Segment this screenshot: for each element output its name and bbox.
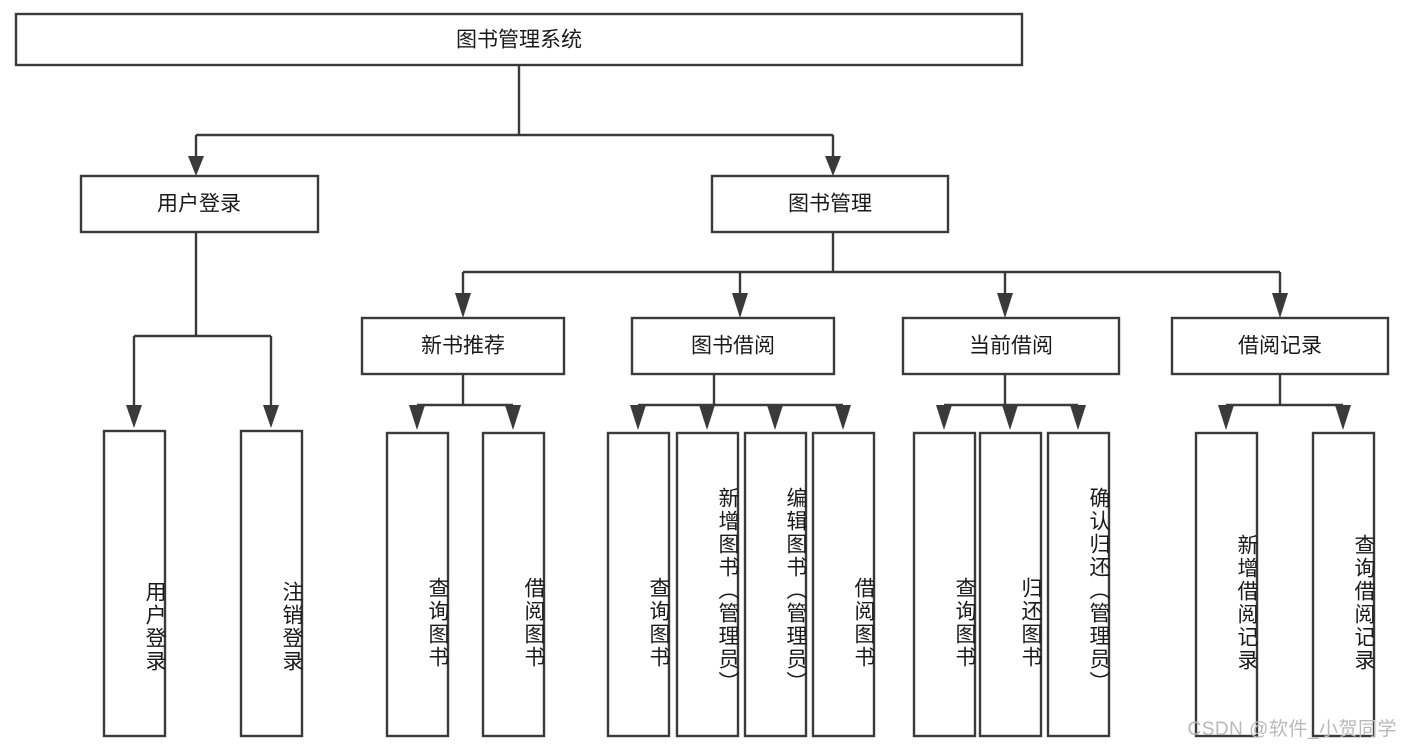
leaf-query-book-1-label: 查询图书 — [426, 577, 449, 669]
arrowhead-leaf-query-book-2 — [630, 405, 646, 430]
arrowhead-user-login — [188, 156, 204, 176]
node-user-login-box[interactable] — [79, 174, 320, 234]
node-book-borrow[interactable]: 图书借阅 — [630, 316, 836, 376]
node-book-borrow-label: 图书借阅 — [691, 335, 775, 358]
leaf-query-book-2-box[interactable] — [606, 431, 671, 738]
leaf-confirm-return-label: 确认归还（管理员） — [1087, 486, 1110, 694]
node-new-book-recommend-label: 新书推荐 — [421, 335, 505, 358]
leaf-edit-book-label: 编辑图书（管理员） — [784, 486, 807, 694]
leaf-borrow-book-1-label: 借阅图书 — [522, 577, 545, 669]
node-book-borrow-box[interactable] — [630, 316, 836, 376]
connector-group — [126, 65, 1351, 430]
node-root-box[interactable] — [14, 12, 1024, 67]
arrowhead-leaf-query-book-1 — [409, 405, 425, 430]
leaf-user-login-box[interactable] — [102, 429, 167, 738]
leaf-add-book-label: 新增图书（管理员） — [716, 486, 739, 694]
leaf-query-record-label: 查询借阅记录 — [1352, 533, 1375, 672]
node-new-book-recommend-box[interactable] — [360, 316, 566, 376]
arrowhead-leaf-query-book-3 — [936, 405, 952, 430]
node-current-borrow[interactable]: 当前借阅 — [901, 316, 1121, 376]
node-current-borrow-box[interactable] — [901, 316, 1121, 376]
leaf-return-book-label: 归还图书 — [1019, 577, 1042, 669]
node-borrow-record-label: 借阅记录 — [1238, 335, 1322, 358]
node-root[interactable]: 图书管理系统 — [14, 12, 1024, 67]
leaf-logout-login-label: 注销登录 — [280, 581, 303, 673]
arrowhead-leaf-borrow-book-2 — [835, 405, 851, 430]
node-current-borrow-label: 当前借阅 — [969, 335, 1053, 358]
arrowhead-leaf-logout-login — [263, 405, 279, 428]
arrowhead-borrow-record — [1272, 293, 1288, 318]
leaf-query-book-3-label: 查询图书 — [953, 577, 976, 669]
arrowhead-leaf-add-book — [699, 405, 715, 430]
arrowhead-leaf-confirm-return — [1070, 405, 1086, 430]
leaf-box-group — [102, 429, 1376, 738]
leaf-confirm-return-box[interactable] — [1046, 431, 1111, 738]
node-borrow-record[interactable]: 借阅记录 — [1170, 316, 1390, 376]
arrowhead-leaf-borrow-book-1 — [505, 405, 521, 430]
leaf-logout-login-box[interactable] — [239, 429, 304, 738]
node-book-manage[interactable]: 图书管理 — [710, 174, 950, 234]
leaf-query-book-1-box[interactable] — [385, 431, 450, 738]
arrowhead-leaf-add-record — [1218, 405, 1234, 430]
leaf-user-login-label: 用户登录 — [143, 581, 166, 673]
arrowhead-leaf-edit-book — [767, 405, 783, 430]
arrowhead-current-borrow — [997, 293, 1013, 318]
node-new-book-recommend[interactable]: 新书推荐 — [360, 316, 566, 376]
arrowhead-leaf-user-login — [126, 405, 142, 428]
leaf-borrow-book-2-label: 借阅图书 — [852, 577, 875, 669]
leaf-borrow-book-2-box[interactable] — [811, 431, 876, 738]
arrowhead-leaf-query-record — [1335, 405, 1351, 430]
leaf-edit-book-box[interactable] — [743, 431, 808, 738]
arrowhead-book-manage — [825, 156, 841, 176]
node-root-label: 图书管理系统 — [456, 29, 582, 52]
node-user-login-label: 用户登录 — [157, 193, 241, 216]
node-borrow-record-box[interactable] — [1170, 316, 1390, 376]
arrowhead-leaf-return-book — [1002, 405, 1018, 430]
leaf-add-record-label: 新增借阅记录 — [1235, 533, 1258, 672]
leaf-query-record-box[interactable] — [1311, 431, 1376, 738]
leaf-query-book-2-label: 查询图书 — [647, 577, 670, 669]
node-book-manage-label: 图书管理 — [788, 193, 872, 216]
arrowhead-new-book-recommend — [455, 293, 471, 318]
csdn-watermark: CSDN @软件_小贺同学 — [1187, 719, 1397, 740]
leaf-add-book-box[interactable] — [675, 431, 740, 738]
leaf-add-record-box[interactable] — [1194, 431, 1259, 738]
arrowhead-book-borrow — [732, 293, 748, 318]
node-book-manage-box[interactable] — [710, 174, 950, 234]
leaf-return-book-box[interactable] — [978, 431, 1043, 738]
leaf-query-book-3-box[interactable] — [912, 431, 977, 738]
node-user-login[interactable]: 用户登录 — [79, 174, 320, 234]
leaf-borrow-book-1-box[interactable] — [481, 431, 546, 738]
